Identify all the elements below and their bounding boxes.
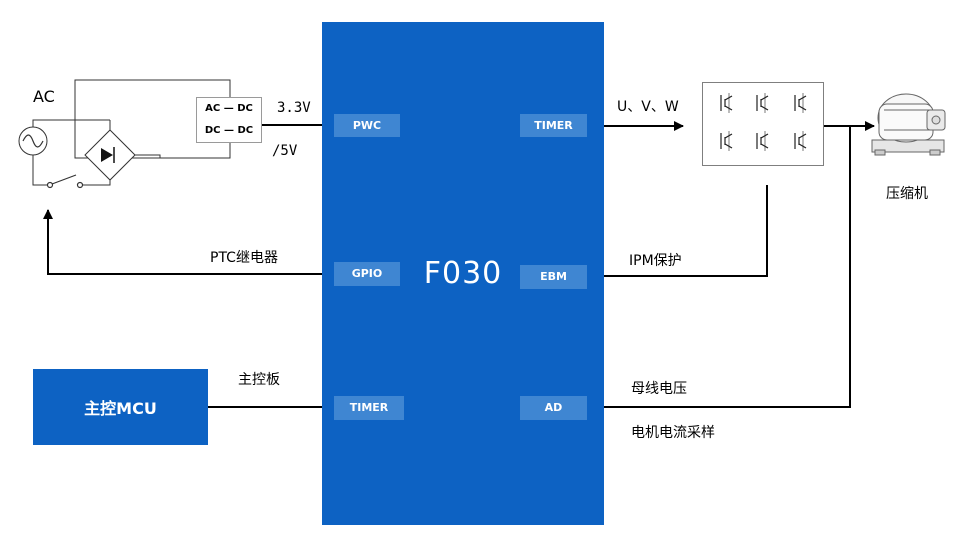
main-mcu-block: 主控MCU xyxy=(33,369,208,445)
feedback-to-ad-arrow xyxy=(591,126,851,412)
ac-return-wire xyxy=(74,120,231,159)
port-timer-in: TIMER xyxy=(334,396,404,420)
power-converter-module: AC — DC DC — DC xyxy=(196,97,262,143)
bus-voltage-label: 母线电压 xyxy=(631,381,687,397)
relay-switch-icon xyxy=(46,174,84,189)
uvw-label: U、V、W xyxy=(617,99,679,115)
voltage-5v-label: /5V xyxy=(272,143,298,159)
rectifier-bridge-icon xyxy=(84,129,136,181)
port-ebm: EBM xyxy=(520,265,587,289)
converter-label-dcdc: DC — DC xyxy=(204,125,254,136)
ipm-protect-arrow xyxy=(591,185,768,281)
ac-label: AC xyxy=(33,87,55,106)
port-timer-out: TIMER xyxy=(520,114,587,137)
gpio-to-relay-arrow xyxy=(43,209,334,275)
ipm-protect-label: IPM保护 xyxy=(629,253,682,269)
source-wire-bottom xyxy=(32,155,48,186)
compressor-icon xyxy=(871,93,946,156)
motor-current-label: 电机电流采样 xyxy=(631,425,715,441)
compressor-label: 压缩机 xyxy=(886,186,928,202)
main-mcu-label: 主控MCU xyxy=(84,399,157,418)
port-gpio: GPIO xyxy=(334,262,400,286)
ptc-relay-label: PTC继电器 xyxy=(210,250,278,266)
chip-title: F030 xyxy=(423,256,503,291)
source-wire-top xyxy=(32,119,110,127)
converter-label-acdc: AC — DC xyxy=(205,103,253,114)
port-pwc: PWC xyxy=(334,114,400,137)
port-ad: AD xyxy=(520,396,587,420)
voltage-3v3-label: 3.3V xyxy=(277,100,311,116)
bridge-out-wire xyxy=(135,154,161,158)
igbt-module-icon xyxy=(702,82,824,166)
ac-circuit xyxy=(32,79,231,186)
ac-top-wire xyxy=(74,79,231,120)
ac-source-icon xyxy=(18,126,48,156)
main-board-label: 主控板 xyxy=(238,372,280,388)
